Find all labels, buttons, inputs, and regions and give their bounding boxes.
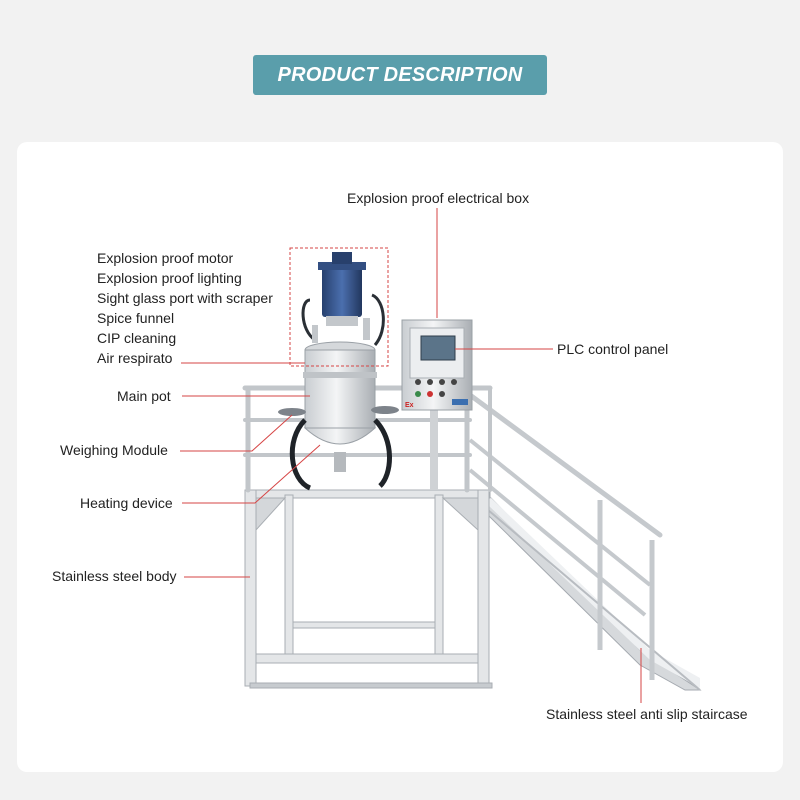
main-pot [304, 349, 376, 429]
label-sight-glass: Sight glass port with scraper [97, 290, 273, 306]
section-title: PRODUCT DESCRIPTION [277, 63, 523, 86]
section-banner: PRODUCT DESCRIPTION [253, 55, 547, 95]
plc-screen [420, 335, 456, 361]
label-cip: CIP cleaning [97, 330, 177, 346]
label-body: Stainless steel body [52, 568, 177, 584]
ex-badge: Ex [405, 402, 414, 409]
label-electrical-box: Explosion proof electrical box [347, 190, 530, 206]
staircase [467, 392, 702, 691]
label-staircase: Stainless steel anti slip staircase [546, 706, 748, 722]
steel-frame [244, 489, 493, 689]
label-air: Air respirato [97, 350, 173, 366]
label-lighting: Explosion proof lighting [97, 270, 242, 286]
label-plc: PLC control panel [557, 341, 669, 357]
leader-heating [182, 444, 321, 504]
electrical-box: Ex [401, 319, 473, 490]
label-motor: Explosion proof motor [97, 250, 234, 266]
label-group-top: Explosion proof motor Explosion proof li… [97, 248, 273, 368]
reactor [278, 252, 399, 491]
label-weighing: Weighing Module [60, 442, 168, 458]
panel-buttons [415, 379, 457, 397]
label-spice-funnel: Spice funnel [97, 310, 175, 326]
leader-lines [180, 208, 642, 703]
label-main-pot: Main pot [117, 388, 171, 404]
leader-weighing [180, 414, 293, 452]
label-heating: Heating device [80, 495, 173, 511]
motor-highlight-box [289, 247, 389, 367]
motor [322, 265, 362, 317]
